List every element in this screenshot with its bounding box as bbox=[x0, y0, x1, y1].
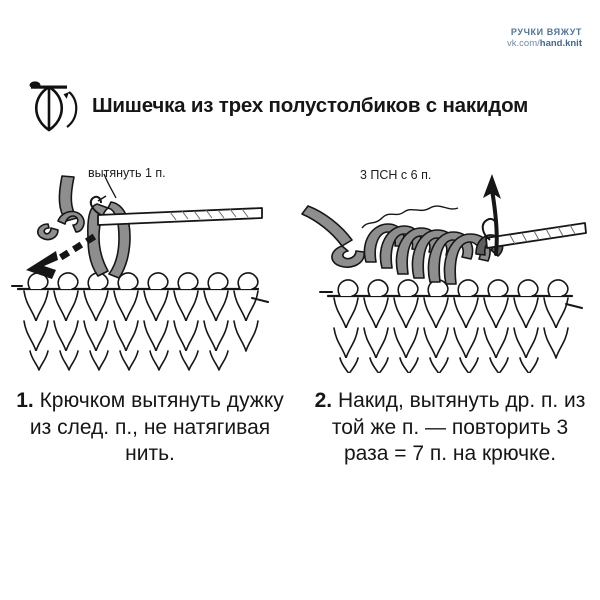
brand-url-handle: hand.knit bbox=[539, 38, 582, 50]
captions: 1. Крючком вытянуть дужку из след. п., н… bbox=[0, 388, 600, 468]
caption-step-1: 1. Крючком вытянуть дужку из след. п., н… bbox=[0, 388, 300, 468]
bobble-stitch-symbol-icon bbox=[24, 78, 86, 134]
caption-step-2: 2. Накид, вытянуть др. п. из той же п. —… bbox=[300, 388, 600, 468]
brand-url: vk.com/hand.knit bbox=[507, 38, 582, 51]
brand-url-prefix: vk.com/ bbox=[507, 38, 540, 50]
panel-step-1: вытянуть 1 п. bbox=[0, 158, 300, 373]
panel-step-2: 3 ПСН с 6 п. bbox=[300, 158, 600, 373]
caption-1-text: Крючком вытянуть дужку из след. п., не н… bbox=[29, 389, 284, 466]
caption-2-number: 2. bbox=[314, 389, 333, 412]
brand-name: РУЧКИ ВЯЖУТ bbox=[510, 27, 582, 37]
page-title: Шишечка из трех полустолбиков с накидом bbox=[92, 94, 529, 117]
panel-2-label: 3 ПСН с 6 п. bbox=[360, 168, 432, 182]
panel-1-label: вытянуть 1 п. bbox=[88, 166, 166, 180]
crochet-diagram-draw-up-loop bbox=[11, 173, 269, 371]
caption-1-number: 1. bbox=[16, 389, 34, 412]
brand-watermark: РУЧКИ ВЯЖУТ vk.com/hand.knit bbox=[507, 26, 582, 51]
crochet-diagram-three-hdc-cluster bbox=[301, 174, 587, 373]
diagram-panels: вытянуть 1 п. bbox=[0, 158, 600, 373]
caption-2-text: Накид, вытянуть др. п. из той же п. — по… bbox=[331, 389, 586, 466]
header: Шишечка из трех полустолбиков с накидом bbox=[24, 78, 590, 134]
